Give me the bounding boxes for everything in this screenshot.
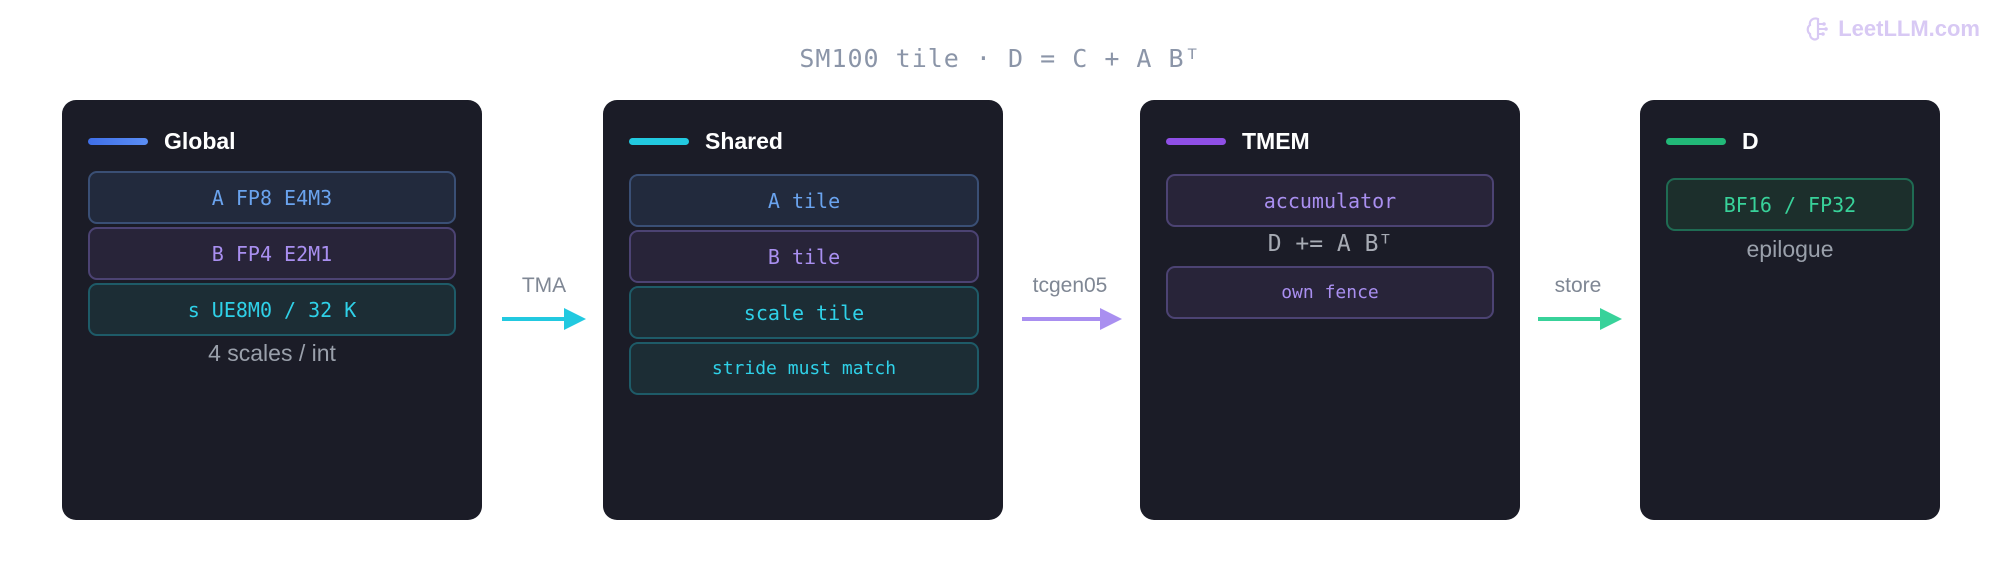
brain-icon <box>1806 16 1830 42</box>
connector-store-label: store <box>1554 274 1602 297</box>
brand-logo[interactable]: LeetLLM.com <box>1806 16 1980 42</box>
global-accent-bar <box>88 138 148 145</box>
global-note: 4 scales / int <box>208 340 336 366</box>
panel-d: D BF16 / FP32 epilogue <box>1640 100 1940 520</box>
connector-tcgen05-label: tcgen05 <box>1032 274 1108 297</box>
panel-global-title: Global <box>164 128 236 154</box>
connector-store: store <box>1534 274 1622 334</box>
connector-tma-label: TMA <box>521 274 567 297</box>
tmem-box-accumulator: accumulator <box>1166 174 1494 227</box>
panel-tmem-header: TMEM <box>1166 128 1310 155</box>
tmem-note: D += A Bᵀ <box>1267 231 1393 257</box>
shared-box-stride: stride must match <box>629 342 979 395</box>
d-accent-bar <box>1666 138 1726 145</box>
panel-shared-header: Shared <box>629 128 783 155</box>
arrow-tma-icon <box>502 308 586 330</box>
panel-shared-title: Shared <box>705 128 783 154</box>
d-box-output: BF16 / FP32 <box>1666 178 1914 231</box>
shared-box-scale-tile: scale tile <box>629 286 979 339</box>
panel-tmem-title: TMEM <box>1242 128 1310 154</box>
panel-global-header: Global <box>88 128 236 155</box>
shared-box-a-tile: A tile <box>629 174 979 227</box>
shared-accent-bar <box>629 138 689 145</box>
global-box-a: A FP8 E4M3 <box>88 171 456 224</box>
brand-text: LeetLLM.com <box>1838 16 1980 41</box>
d-note: epilogue <box>1746 236 1834 262</box>
connector-tcgen05: tcgen05 <box>1018 274 1122 334</box>
panel-global: Global A FP8 E4M3 B FP4 E2M1 s UE8M0 / 3… <box>62 100 482 520</box>
arrow-store-icon <box>1538 308 1622 330</box>
tmem-box-own-fence: own fence <box>1166 266 1494 319</box>
diagram-title: SM100 tile · D = C + A Bᵀ <box>799 44 1201 73</box>
connector-tma: TMA <box>500 274 588 334</box>
panel-tmem: TMEM accumulator D += A Bᵀ own fence <box>1140 100 1520 520</box>
global-box-s: s UE8M0 / 32 K <box>88 283 456 336</box>
tmem-accent-bar <box>1166 138 1226 145</box>
panel-d-header: D <box>1666 128 1759 155</box>
global-box-b: B FP4 E2M1 <box>88 227 456 280</box>
panel-shared: Shared A tile B tile scale tile stride m… <box>603 100 1003 520</box>
panel-d-title: D <box>1742 128 1759 154</box>
shared-box-b-tile: B tile <box>629 230 979 283</box>
arrow-tcgen05-icon <box>1022 308 1122 330</box>
